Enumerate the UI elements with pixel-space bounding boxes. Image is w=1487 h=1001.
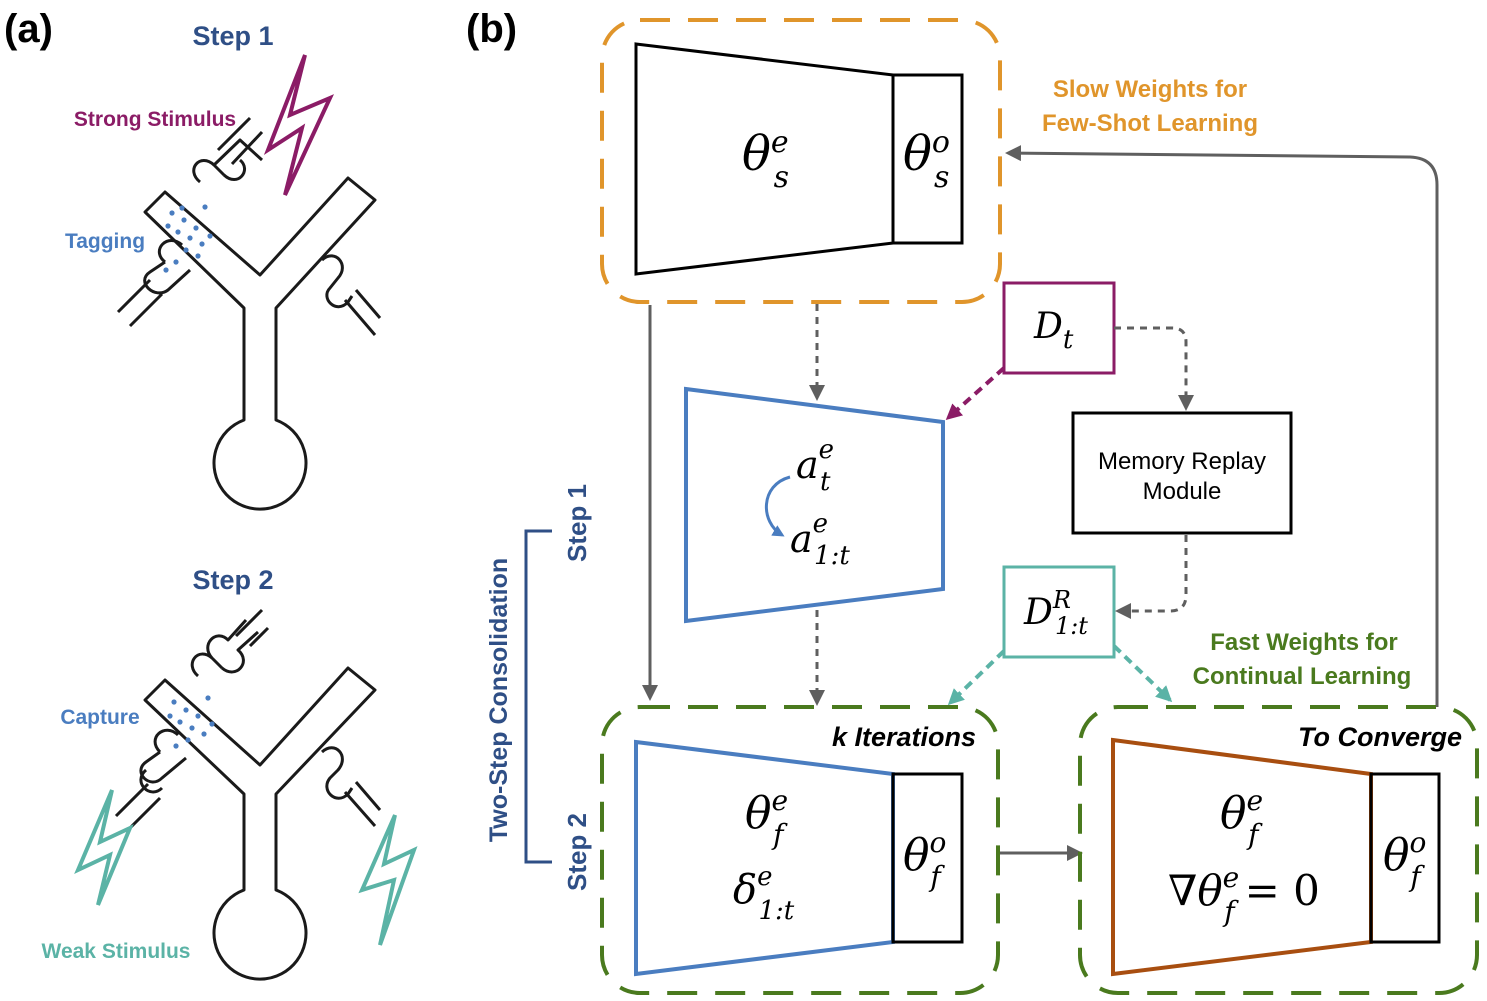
step2-label-b: Step 2 (562, 813, 592, 891)
weak-stimulus-bolt-left-icon (74, 789, 134, 906)
converge-encoder-trapezoid (1111, 737, 1373, 977)
accumulate-arrow (765, 475, 791, 537)
to-converge-label: To Converge (1298, 722, 1462, 752)
weak-stimulus-bolt-right-icon (358, 814, 418, 946)
slow-output-head (891, 73, 964, 245)
converge-output-head (1369, 772, 1441, 944)
memory-replay-box (1071, 411, 1293, 535)
two-step-label: Two-Step Consolidation (485, 558, 513, 842)
slow-weights-line1: Slow Weights for (1053, 76, 1247, 103)
memory-to-dr-arrow (1115, 535, 1188, 619)
weak-stimulus-label: Weak Stimulus (42, 940, 191, 963)
dt-to-encoder-arrow (945, 366, 1006, 420)
task-encoder-trapezoid (684, 386, 945, 624)
dt-label: Dt (1033, 306, 1074, 355)
strong-stimulus-label: Strong Stimulus (74, 108, 236, 131)
consolidation-bracket (524, 529, 552, 864)
neuron-step1 (116, 116, 382, 511)
panel-b-label: (b) (466, 7, 517, 51)
strong-stimulus-bolt-icon (263, 54, 335, 196)
step2-label-a: Step 2 (192, 565, 273, 595)
fast-weights-container-converge (1078, 705, 1479, 995)
fast-weights-container-k (600, 705, 1000, 995)
panel-a-label: (a) (4, 7, 53, 51)
dr-to-converge-arrow (1112, 644, 1173, 703)
tagging-dots (163, 204, 213, 273)
dt-to-memory-arrow (1114, 326, 1194, 411)
dr-box (1002, 565, 1116, 659)
step1-label-b: Step 1 (562, 484, 592, 562)
fast-weights-line2: Continual Learning (1193, 663, 1412, 690)
slow-weights-line2: Few-Shot Learning (1042, 110, 1258, 137)
capture-label: Capture (60, 706, 139, 729)
tagging-label: Tagging (65, 230, 145, 253)
capture-dots (167, 695, 215, 749)
k-iterations-label: k Iterations (832, 722, 976, 752)
memory-replay-line1: Memory Replay (1098, 448, 1266, 475)
feedback-arrow (1005, 145, 1439, 707)
neuron-step2 (114, 608, 382, 981)
dr-to-fast-arrow (947, 649, 1006, 706)
slow-weights-container (600, 18, 1002, 304)
memory-replay-line2: Module (1143, 478, 1222, 505)
fast-encoder-trapezoid (634, 739, 895, 977)
fast-output-head (891, 772, 964, 944)
fast-weights-line1: Fast Weights for (1210, 629, 1398, 656)
step1-label-a: Step 1 (192, 21, 273, 51)
